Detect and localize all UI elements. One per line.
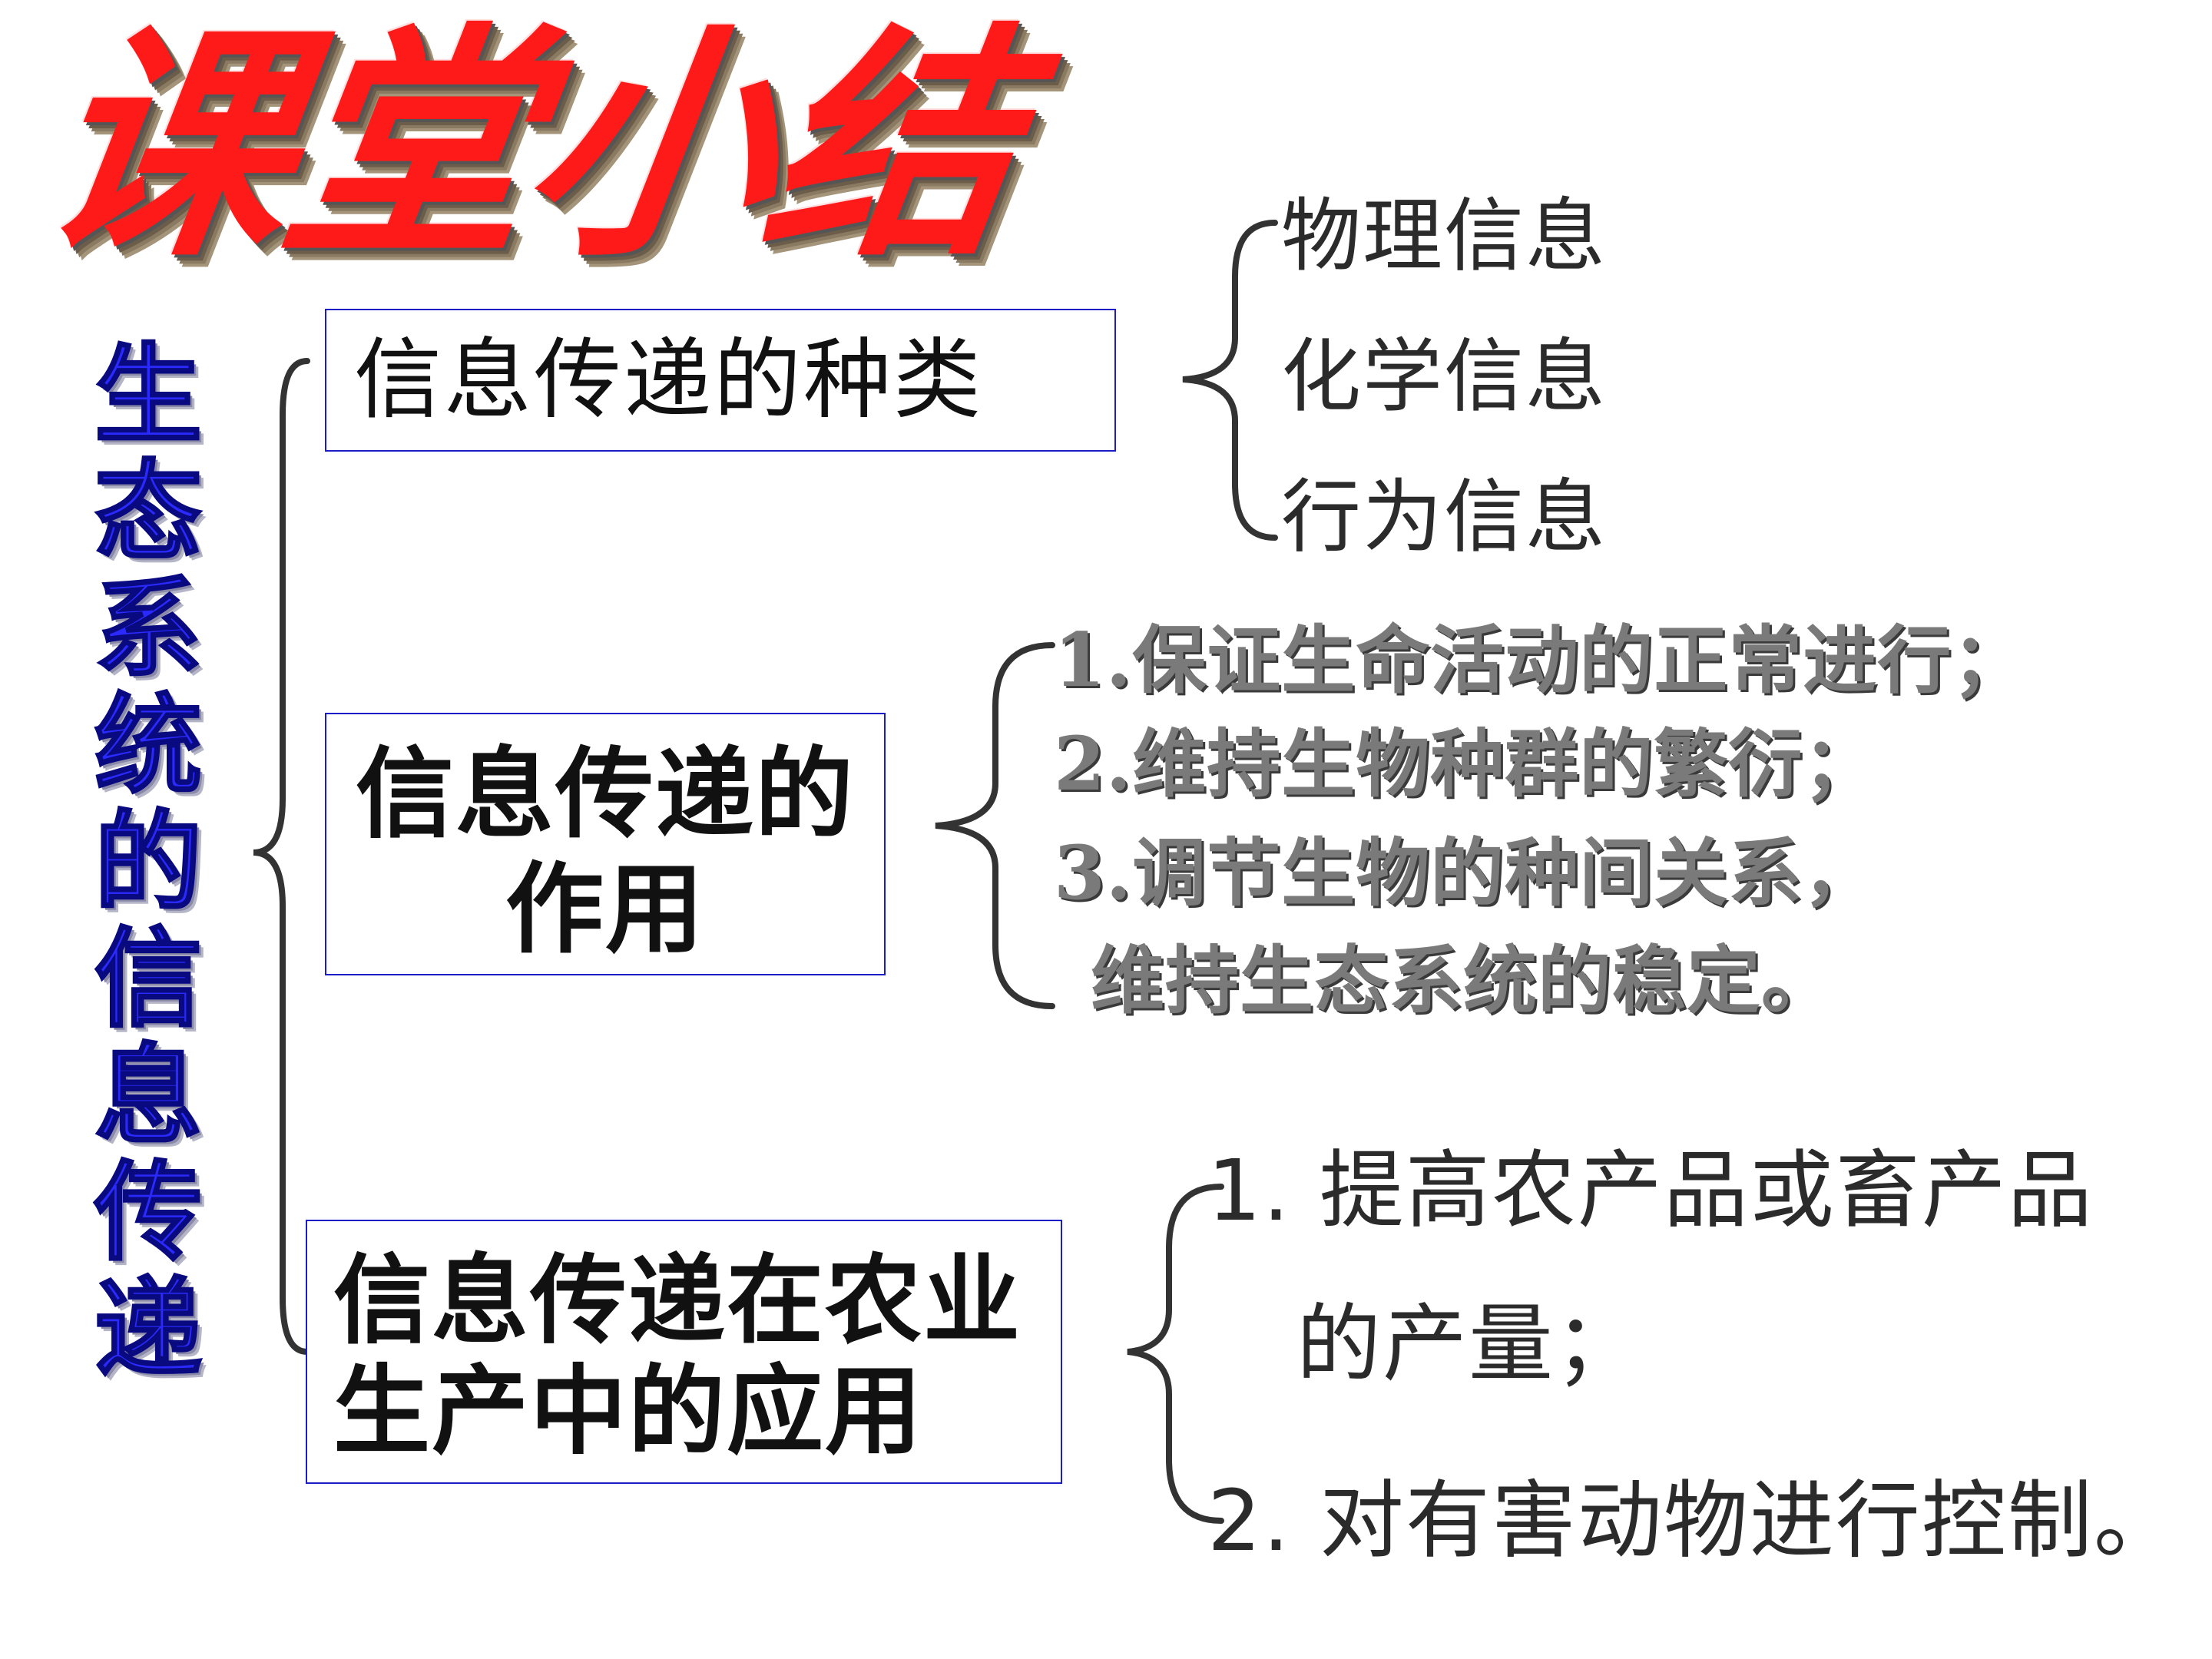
role-item: 维持生态系统的稳定。 (1091, 937, 1836, 1024)
branch-box-roles: 信息传递的作用 (325, 713, 886, 975)
topic-vertical-label: 生态系统的信息传递 (93, 333, 203, 1392)
role-item: 3.调节生物的种间关系， (1054, 830, 1878, 916)
main-brace (253, 358, 310, 1355)
branch-label-types: 信息传递的种类 (354, 329, 984, 431)
application-brace (1127, 1184, 1224, 1524)
application-item: 1. 提高农产品或畜产品 (1207, 1141, 2094, 1240)
kind-item: 行为信息 (1281, 470, 1608, 564)
branch-box-applications: 信息传递在农业生产中的应用 (306, 1220, 1062, 1484)
application-item: 的产量； (1296, 1295, 1641, 1393)
branch-box-types: 信息传递的种类 (325, 309, 1116, 452)
branch-label-applications: 信息传递在农业生产中的应用 (333, 1244, 1022, 1468)
branch-label-roles: 信息传递的作用 (355, 737, 855, 967)
roles-brace (935, 642, 1055, 1009)
kind-item: 化学信息 (1281, 329, 1608, 423)
kinds-brace (1182, 220, 1278, 541)
kind-item: 物理信息 (1281, 189, 1608, 283)
role-item: 1.保证生命活动的正常进行； (1054, 617, 2027, 704)
role-item: 2.维持生物种群的繁衍； (1054, 720, 1878, 807)
application-item: 2. 对有害动物进行控制。 (1207, 1472, 2180, 1570)
